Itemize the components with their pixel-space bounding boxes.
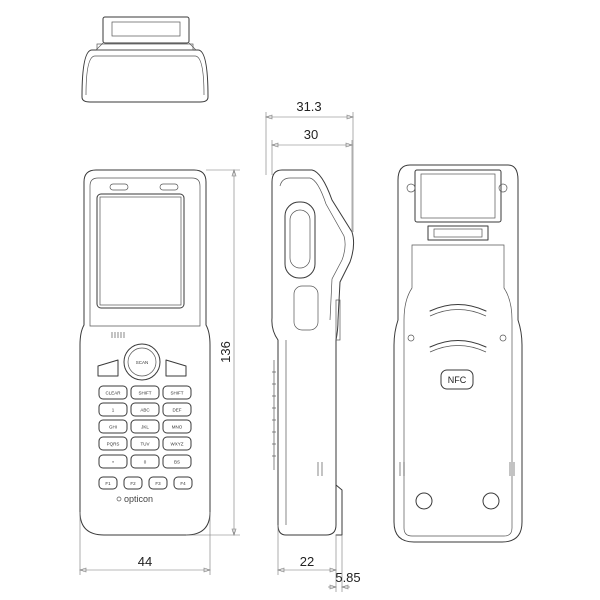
keypad-key[interactable] — [130, 385, 160, 400]
keypad-key[interactable] — [98, 402, 128, 417]
keypad-key-label: TUV — [141, 442, 150, 447]
keypad-key[interactable] — [130, 454, 160, 469]
scan-button[interactable] — [123, 343, 161, 381]
keypad-key[interactable] — [98, 385, 128, 400]
back-view: NFC — [393, 164, 523, 543]
keypad-key-label: 0 — [144, 460, 147, 465]
keypad-key[interactable] — [130, 436, 160, 451]
dim-height: 136 — [218, 341, 233, 363]
keypad: CLEAR SHIFT SHIFT 1 ABC DEF GHI JKL MNO PQRS TUV WX… — [98, 385, 192, 469]
keypad-key[interactable] — [162, 402, 192, 417]
f1-label: F1 — [105, 481, 111, 486]
keypad-key-label: SHIFT — [139, 391, 152, 396]
keypad-key-label: JKL — [141, 425, 149, 430]
scan-label: SCAN — [136, 360, 149, 365]
f2-label: F2 — [130, 481, 136, 486]
dim-front-width: 44 — [138, 554, 152, 569]
brand-logo-text: opticon — [124, 494, 153, 504]
keypad-key[interactable] — [162, 436, 192, 451]
keypad-key-label: 1 — [112, 408, 115, 413]
keypad-key-label: PQRS — [107, 442, 120, 447]
keypad-key[interactable] — [162, 419, 192, 434]
keypad-key[interactable] — [98, 419, 128, 434]
keypad-key[interactable] — [162, 454, 192, 469]
keypad-key-label: WXYZ — [171, 442, 184, 447]
keypad-key[interactable] — [98, 454, 128, 469]
top-view — [81, 16, 209, 103]
dimension-lines — [79, 112, 354, 592]
keypad-key-label: GHI — [109, 425, 117, 430]
keypad-key-label: CLEAR — [105, 391, 121, 396]
keypad-key-label: • — [112, 460, 114, 465]
dim-side-outer-width: 31.3 — [296, 99, 321, 114]
keypad-key-label: MNO — [172, 425, 183, 430]
keypad-key[interactable] — [162, 385, 192, 400]
keypad-key-label: BS — [174, 460, 180, 465]
side-view — [271, 169, 355, 536]
nfc-badge — [440, 369, 474, 390]
f3-key[interactable] — [148, 476, 168, 490]
f1-key[interactable] — [98, 476, 118, 490]
f4-key[interactable] — [173, 476, 193, 490]
f4-label: F4 — [180, 481, 186, 486]
keypad-key[interactable] — [130, 402, 160, 417]
front-view: SCAN CLEAR SHIFT SHIFT 1 ABC DEF GHI JKL MNO PQRS… — [79, 169, 211, 536]
f3-label: F3 — [155, 481, 161, 486]
keypad-key-label: SHIFT — [171, 391, 184, 396]
dim-side-body-width: 30 — [304, 127, 318, 142]
keypad-key-label: ABC — [140, 408, 150, 413]
keypad-key-label: DEF — [173, 408, 182, 413]
keypad-key[interactable] — [98, 436, 128, 451]
dim-side-protrusion: 5.85 — [335, 570, 360, 585]
nfc-label: NFC — [448, 375, 467, 385]
f2-key[interactable] — [123, 476, 143, 490]
keypad-key[interactable] — [130, 419, 160, 434]
dim-side-base-width: 22 — [300, 554, 314, 569]
